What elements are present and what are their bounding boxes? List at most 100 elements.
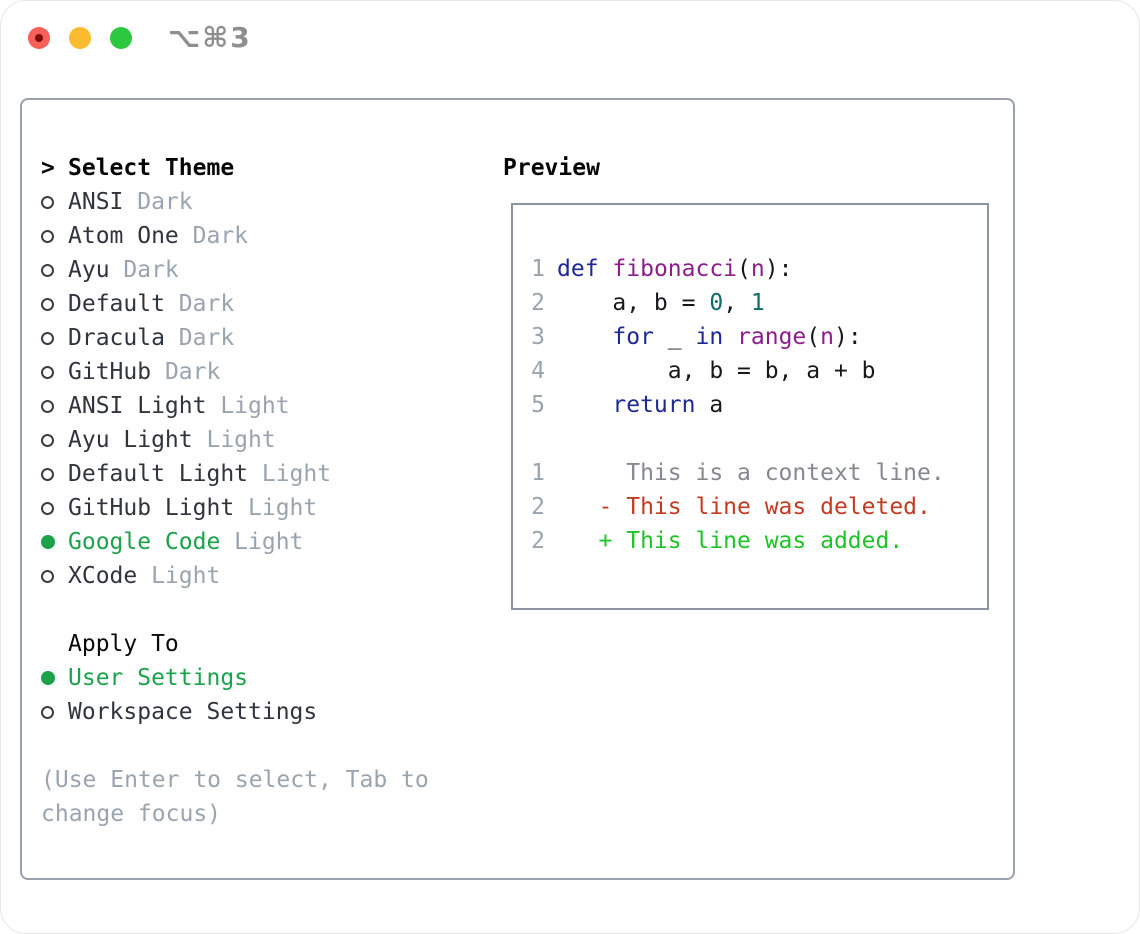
code-token-keyword: return — [612, 392, 696, 418]
code-line: 3 for _ in range(n): — [531, 320, 987, 354]
diff-line: 1 This is a context line. — [531, 456, 987, 490]
theme-option-variant: Light — [234, 529, 304, 555]
code-token-plain: ( — [806, 324, 821, 350]
hint-text: (Use Enter to select, Tab to change focu… — [41, 763, 429, 831]
theme-option-name: Dracula — [68, 325, 165, 351]
filled-circle-icon — [41, 535, 55, 549]
open-circle-icon — [41, 195, 54, 209]
theme-option-variant: Dark — [178, 291, 235, 317]
code-token-title: range — [737, 324, 807, 350]
theme-option[interactable]: Default Dark — [22, 287, 331, 321]
theme-option-name: Ayu Light — [68, 427, 193, 453]
code-token-plain: ): — [764, 256, 793, 282]
theme-option-variant: Light — [206, 427, 276, 453]
theme-option[interactable]: Google Code Light — [22, 525, 331, 559]
theme-option-name: Default — [68, 291, 165, 317]
line-number: 3 — [531, 324, 545, 350]
close-button[interactable] — [28, 27, 50, 49]
theme-option-name: XCode — [68, 563, 138, 589]
theme-option-name: Ayu — [68, 257, 110, 283]
line-number: 5 — [531, 392, 545, 418]
apply-to-label: Apply To — [68, 631, 179, 657]
diff-line: 2 + This line was added. — [531, 524, 987, 558]
theme-option-variant: Dark — [178, 325, 235, 351]
open-circle-icon — [41, 433, 54, 447]
theme-option-name: Google Code — [68, 529, 221, 555]
apply-to-option-name: Workspace Settings — [68, 699, 318, 725]
theme-option-name: GitHub — [68, 359, 152, 385]
theme-option-variant: Dark — [137, 189, 193, 215]
theme-option-variant: Light — [248, 495, 318, 521]
code-token-plain: _ — [653, 324, 696, 350]
code-token-removed: - This line was deleted. — [598, 494, 931, 520]
open-circle-icon — [41, 229, 54, 243]
hint-line: change focus) — [41, 801, 222, 827]
unselected-radio-icon — [41, 705, 68, 719]
theme-option-name: ANSI — [68, 189, 124, 215]
theme-option-variant: Dark — [164, 359, 221, 385]
unselected-radio-icon — [41, 433, 68, 447]
theme-option-name: Atom One — [68, 223, 179, 249]
theme-option-name: ANSI Light — [68, 393, 207, 419]
selected-radio-icon — [41, 535, 68, 549]
zoom-button[interactable] — [110, 27, 132, 49]
code-token-keyword: def — [557, 256, 599, 282]
code-token-plain: ( — [737, 256, 751, 282]
apply-to-option[interactable]: Workspace Settings — [22, 695, 317, 729]
theme-option[interactable]: Ayu Light Light — [22, 423, 331, 457]
filled-circle-icon — [41, 671, 55, 685]
code-token-title: n — [750, 256, 765, 282]
theme-option[interactable]: Atom One Dark — [22, 219, 331, 253]
code-token-plain — [557, 494, 599, 520]
titlebar — [28, 27, 132, 49]
preview-title: Preview — [503, 155, 600, 181]
code-token-added: + This line was added. — [598, 528, 904, 554]
line-number: 4 — [531, 358, 545, 384]
code-token-plain: , — [723, 290, 751, 316]
minimize-button[interactable] — [69, 27, 91, 49]
open-circle-icon — [41, 501, 54, 515]
code-line: 5 return a — [531, 388, 987, 422]
theme-option-variant: Dark — [192, 223, 249, 249]
code-token-plain — [557, 324, 612, 350]
theme-option-name: Default Light — [68, 461, 249, 487]
code-line: 4 a, b = b, a + b — [531, 354, 987, 388]
window-title: ⌥⌘3 — [168, 21, 252, 54]
code-token-plain — [723, 324, 737, 350]
apply-to-option[interactable]: User Settings — [22, 661, 317, 695]
open-circle-icon — [41, 263, 54, 277]
code-token-plain: ): — [834, 324, 862, 350]
apply-to-header: Apply To — [22, 627, 317, 661]
line-number: 2 — [531, 528, 545, 554]
apply-to-option-name: User Settings — [68, 665, 249, 691]
unselected-radio-icon — [41, 331, 68, 345]
code-token-plain: a, b = — [557, 290, 710, 316]
selected-radio-icon — [41, 671, 68, 685]
code-token-keyword: for — [612, 324, 654, 350]
code-token-plain: a, b = b, a + b — [557, 358, 876, 384]
unselected-radio-icon — [41, 195, 68, 209]
line-number: 1 — [531, 256, 545, 282]
theme-option[interactable]: Dracula Dark — [22, 321, 331, 355]
theme-option[interactable]: ANSI Dark — [22, 185, 331, 219]
unselected-radio-icon — [41, 501, 68, 515]
open-circle-icon — [41, 399, 54, 413]
unselected-radio-icon — [41, 399, 68, 413]
theme-option[interactable]: GitHub Dark — [22, 355, 331, 389]
unselected-radio-icon — [41, 365, 68, 379]
open-circle-icon — [41, 331, 54, 345]
line-number: 2 — [531, 290, 545, 316]
open-circle-icon — [41, 705, 54, 719]
line-number: 1 — [531, 460, 545, 486]
code-token-plain — [557, 392, 612, 418]
unselected-radio-icon — [41, 229, 68, 243]
